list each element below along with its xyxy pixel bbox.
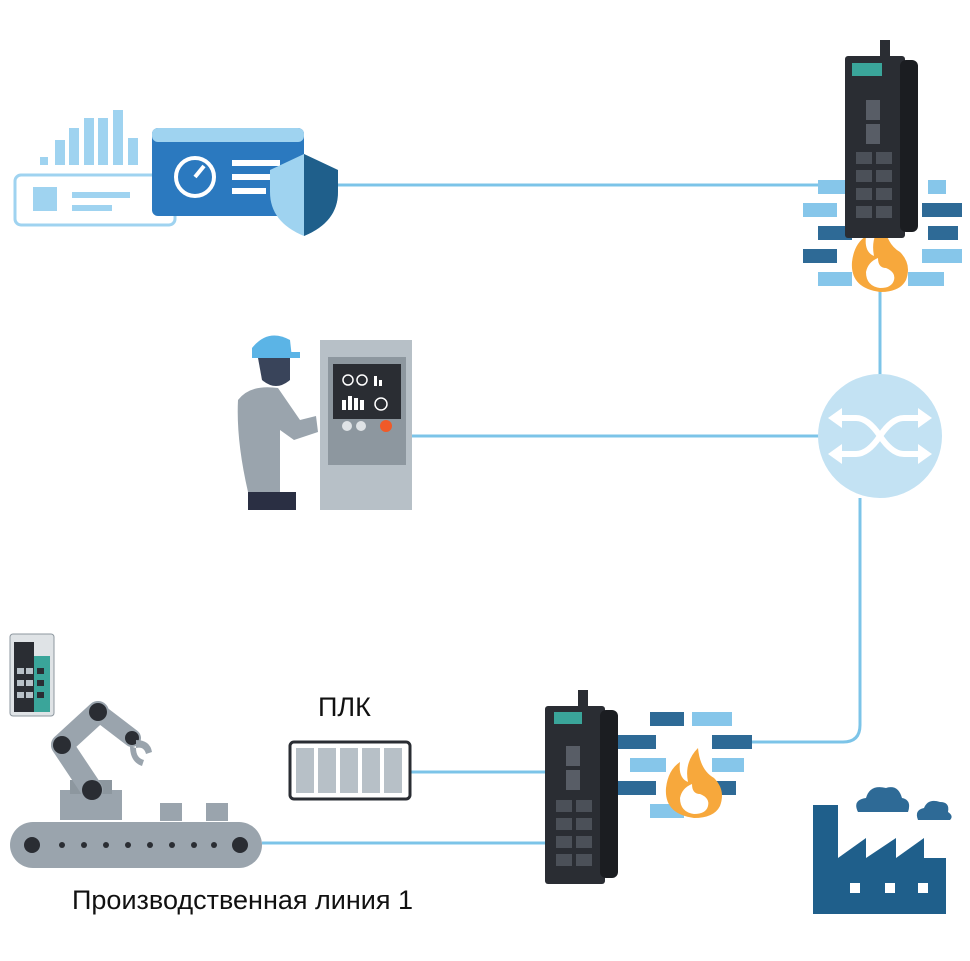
- link-switch-to-lower-router: [745, 498, 862, 744]
- operator-hmi-icon: [237, 335, 412, 510]
- industrial-router-icon: [845, 40, 918, 238]
- industrial-router-icon: [545, 690, 618, 884]
- firewall-icon: [803, 180, 962, 286]
- conveyor-icon: [10, 822, 262, 868]
- firewall-icon: [618, 712, 752, 818]
- robot-arm-icon: [51, 701, 228, 821]
- flame-icon: [665, 748, 722, 818]
- factory-icon: [813, 805, 946, 914]
- plc-icon: [288, 740, 412, 801]
- plc-label: ПЛК: [318, 692, 371, 722]
- shield-icon: [270, 154, 338, 236]
- production-line-label: Производственная линия 1: [72, 885, 413, 915]
- flame-icon: [851, 222, 908, 292]
- connection-lines: [262, 183, 882, 845]
- dashboard-monitoring-icon: [13, 110, 304, 227]
- network-switch-icon: [818, 374, 942, 498]
- cloud-icon: [856, 787, 952, 820]
- ethernet-switch-icon: [9, 633, 55, 717]
